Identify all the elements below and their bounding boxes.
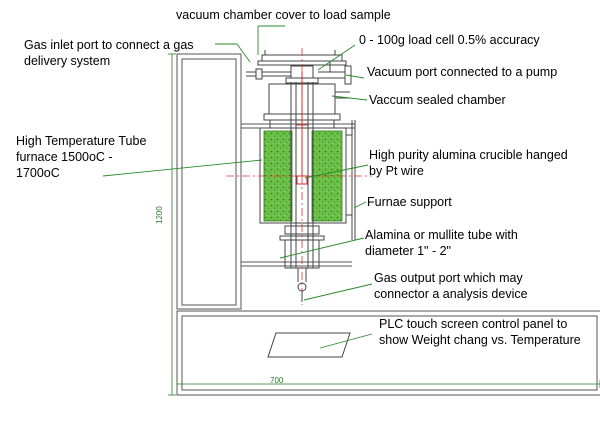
label-crucible-line2: by Pt wire: [369, 164, 424, 178]
label-gas-output-line1: Gas output port which may: [374, 271, 523, 285]
vacuum-port: [318, 62, 352, 85]
label-gas-inlet-line1: Gas inlet port to connect a gas: [24, 38, 194, 52]
label-plc-line1: PLC touch screen control panel to: [379, 317, 568, 331]
dimension-lines: [168, 53, 600, 396]
label-furnace-line2: furnace 1500oC -: [16, 150, 113, 164]
label-crucible-line1: High purity alumina crucible hanged: [369, 148, 568, 162]
load-cell: [246, 65, 319, 84]
label-tube-line1: Alamina or mullite tube with: [365, 228, 518, 242]
label-plc-line2: show Weight chang vs. Temperature: [379, 333, 581, 347]
centerlines: [226, 48, 372, 305]
label-gas-inlet-line2: delivery system: [24, 54, 111, 68]
label-vacuum-port: Vacuum port connected to a pump: [367, 65, 558, 79]
label-load-cell: 0 - 100g load cell 0.5% accuracy: [359, 33, 540, 47]
label-support: Furnae support: [367, 195, 452, 209]
label-sealed-chamber: Vaccum sealed chamber: [369, 93, 506, 107]
alumina-tube: [269, 82, 335, 269]
label-furnace-line3: 1700oC: [16, 166, 60, 180]
label-gas-output-line2: connector a analysis device: [374, 287, 528, 301]
cabinet-frame: [176, 53, 600, 396]
dimension-height: 1200: [155, 206, 164, 224]
leader-lines: [102, 25, 373, 349]
dimension-width: 700: [270, 376, 284, 385]
gas-output-port: [297, 268, 307, 302]
label-furnace-line1: High Temperature Tube: [16, 134, 147, 148]
vacuum-sealed-chamber: [263, 83, 350, 121]
label-tube-line2: diameter 1" - 2": [365, 244, 451, 258]
label-cover: vacuum chamber cover to load sample: [176, 8, 391, 22]
plc-touch-panel: [267, 332, 351, 358]
